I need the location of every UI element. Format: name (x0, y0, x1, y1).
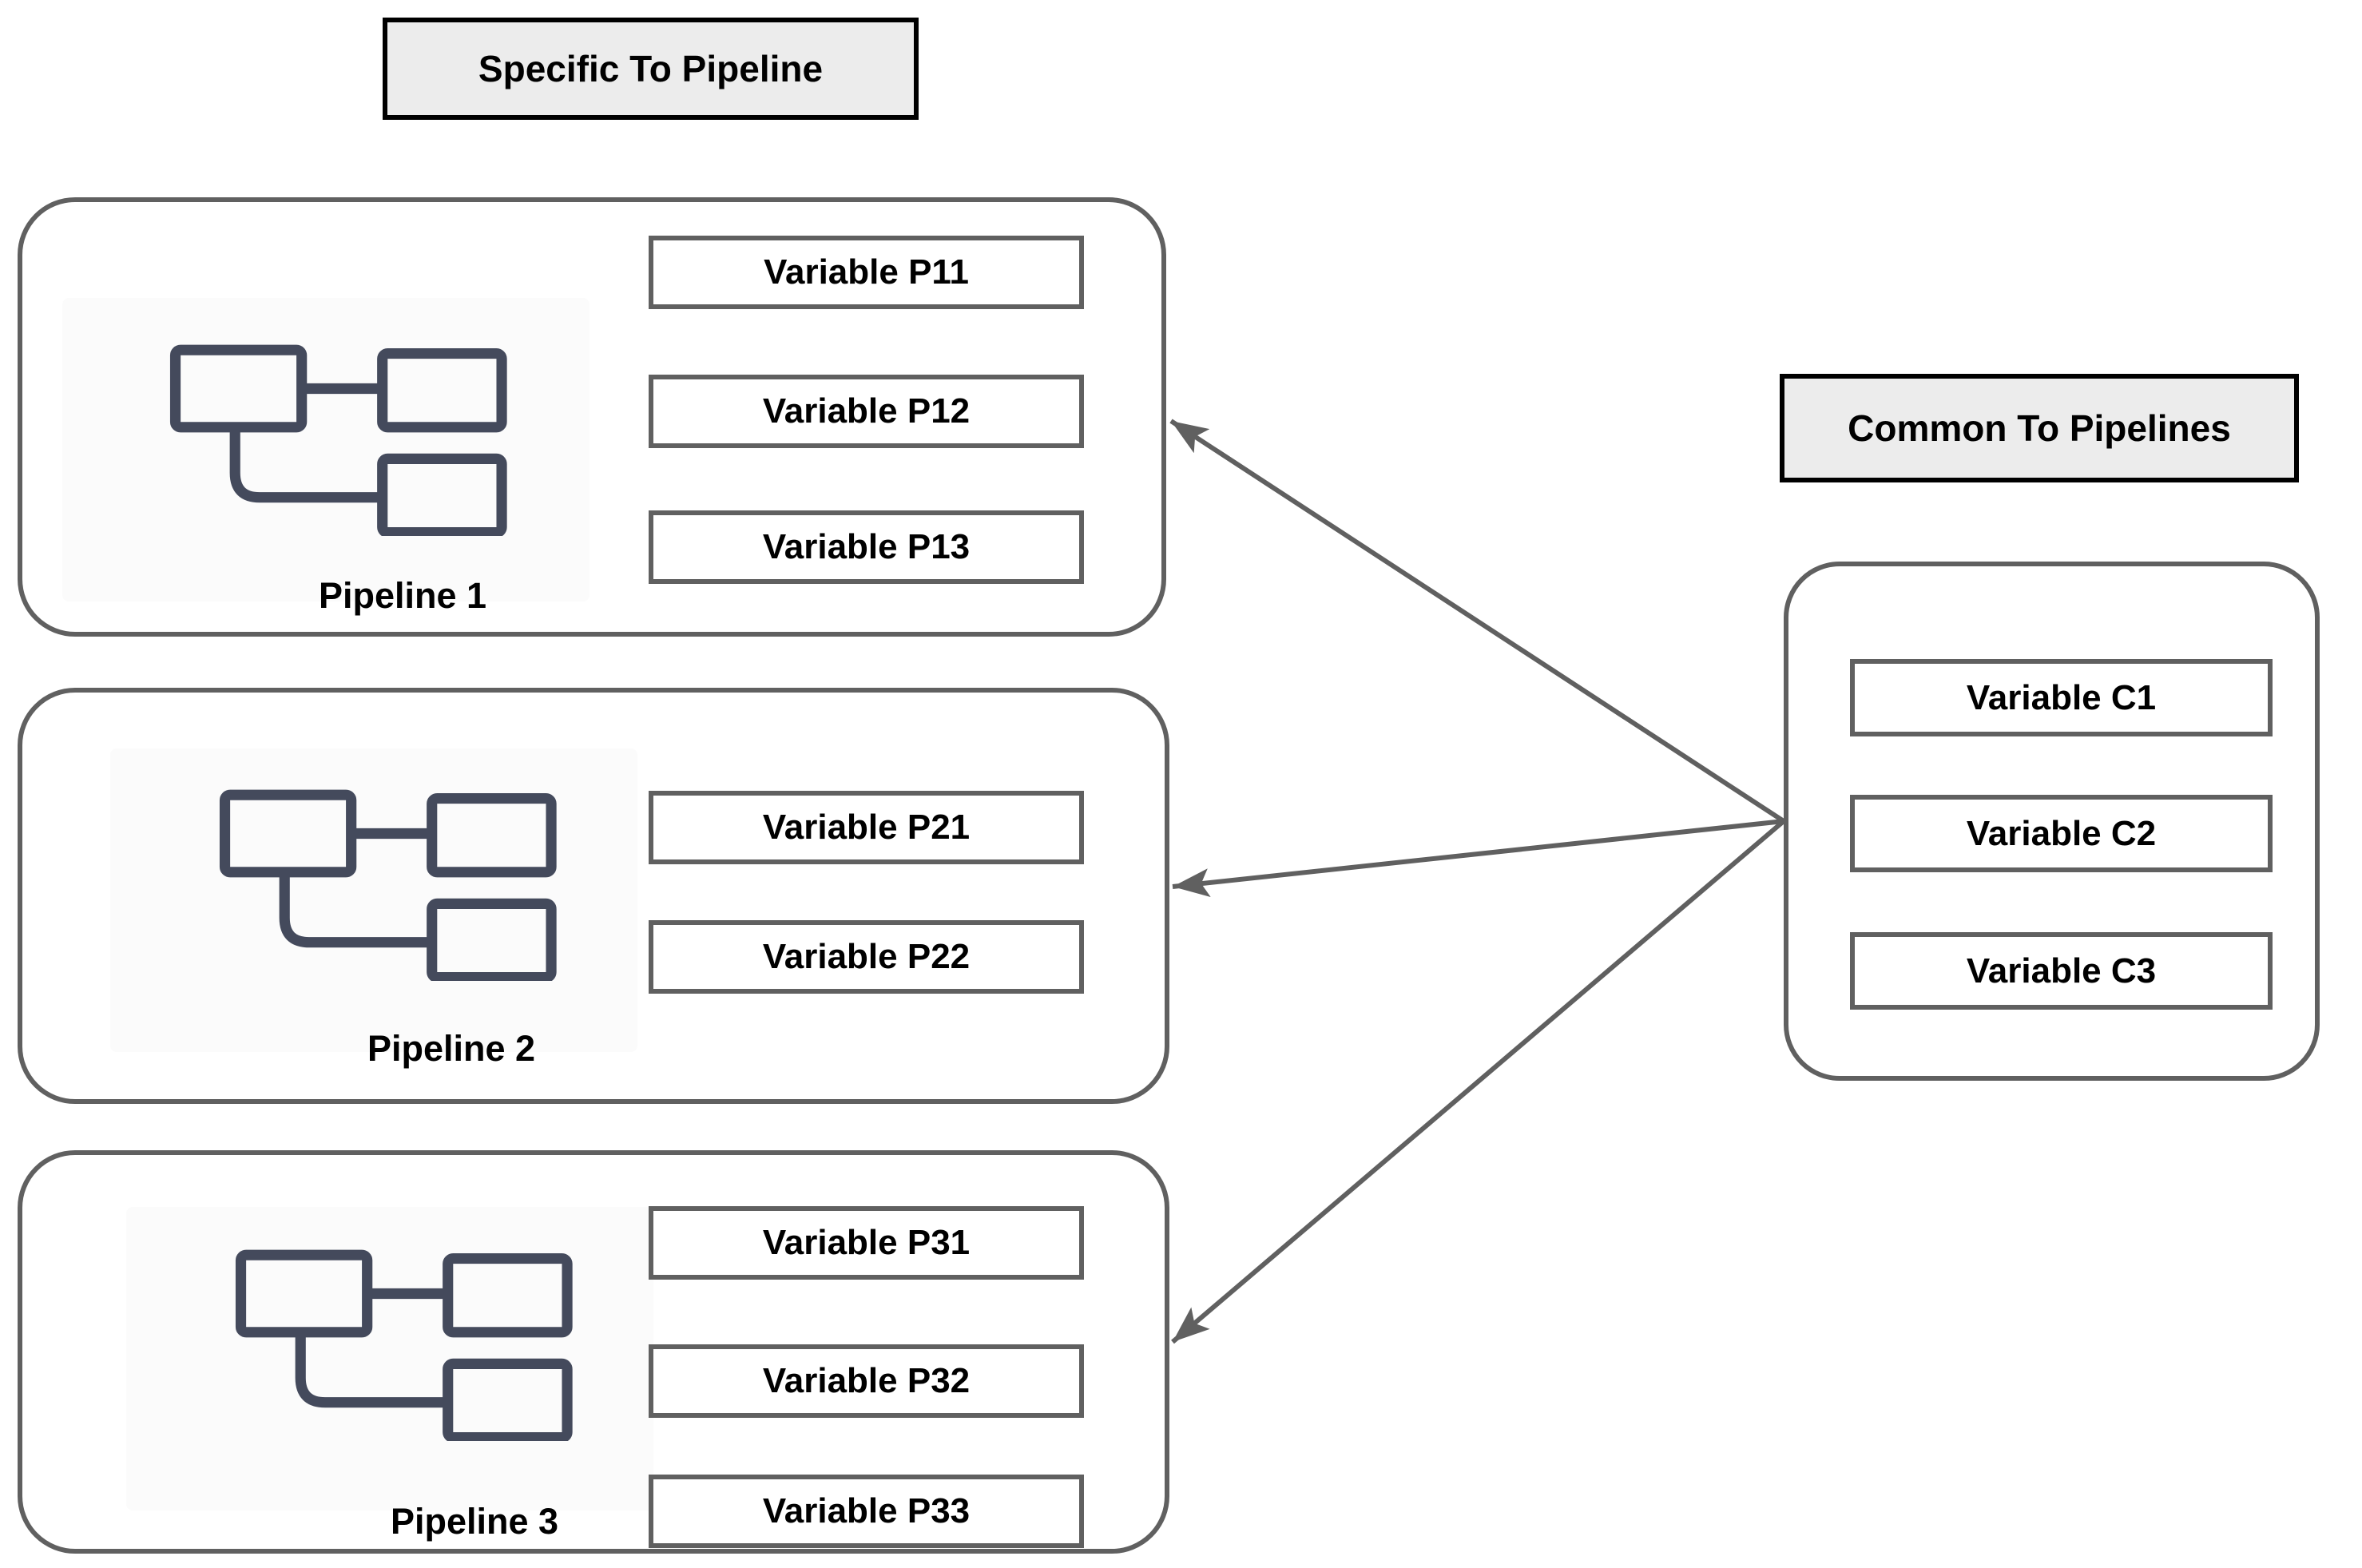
variable-box-p31: Variable P31 (649, 1206, 1084, 1280)
pipeline-3-card: Pipeline 3 Variable P31 Variable P32 Var… (18, 1150, 1169, 1554)
pipeline-3-label: Pipeline 3 (390, 1501, 559, 1542)
arrow-common-to-pipeline-1 (1169, 419, 1785, 824)
pipeline-1-label: Pipeline 1 (318, 575, 487, 616)
icon-backdrop (62, 298, 590, 601)
common-to-pipelines-title: Common To Pipelines (1780, 374, 2299, 482)
variable-box-p32: Variable P32 (649, 1344, 1084, 1418)
arrow-common-to-pipeline-3 (1171, 819, 1785, 1344)
variable-box-c2: Variable C2 (1850, 795, 2273, 872)
pipeline-2-label: Pipeline 2 (367, 1028, 536, 1069)
variable-box-p12: Variable P12 (649, 375, 1084, 448)
common-variables-card: Variable C1 Variable C2 Variable C3 (1784, 562, 2320, 1081)
variable-box-p33: Variable P33 (649, 1475, 1084, 1548)
flowchart-icon (235, 1249, 573, 1441)
variable-box-p22: Variable P22 (649, 920, 1084, 994)
variable-box-c3: Variable C3 (1850, 932, 2273, 1010)
variable-box-p13: Variable P13 (649, 510, 1084, 584)
flowchart-icon (169, 344, 507, 536)
specific-to-pipeline-title: Specific To Pipeline (383, 18, 919, 120)
pipeline-1-card: Pipeline 1 Variable P11 Variable P12 Var… (18, 197, 1166, 637)
arrow-common-to-pipeline-2 (1172, 819, 1784, 897)
pipeline-2-card: Pipeline 2 Variable P21 Variable P22 (18, 688, 1169, 1104)
variable-box-p11: Variable P11 (649, 236, 1084, 309)
variable-box-c1: Variable C1 (1850, 659, 2273, 736)
flowchart-icon (219, 789, 557, 981)
variable-box-p21: Variable P21 (649, 791, 1084, 864)
